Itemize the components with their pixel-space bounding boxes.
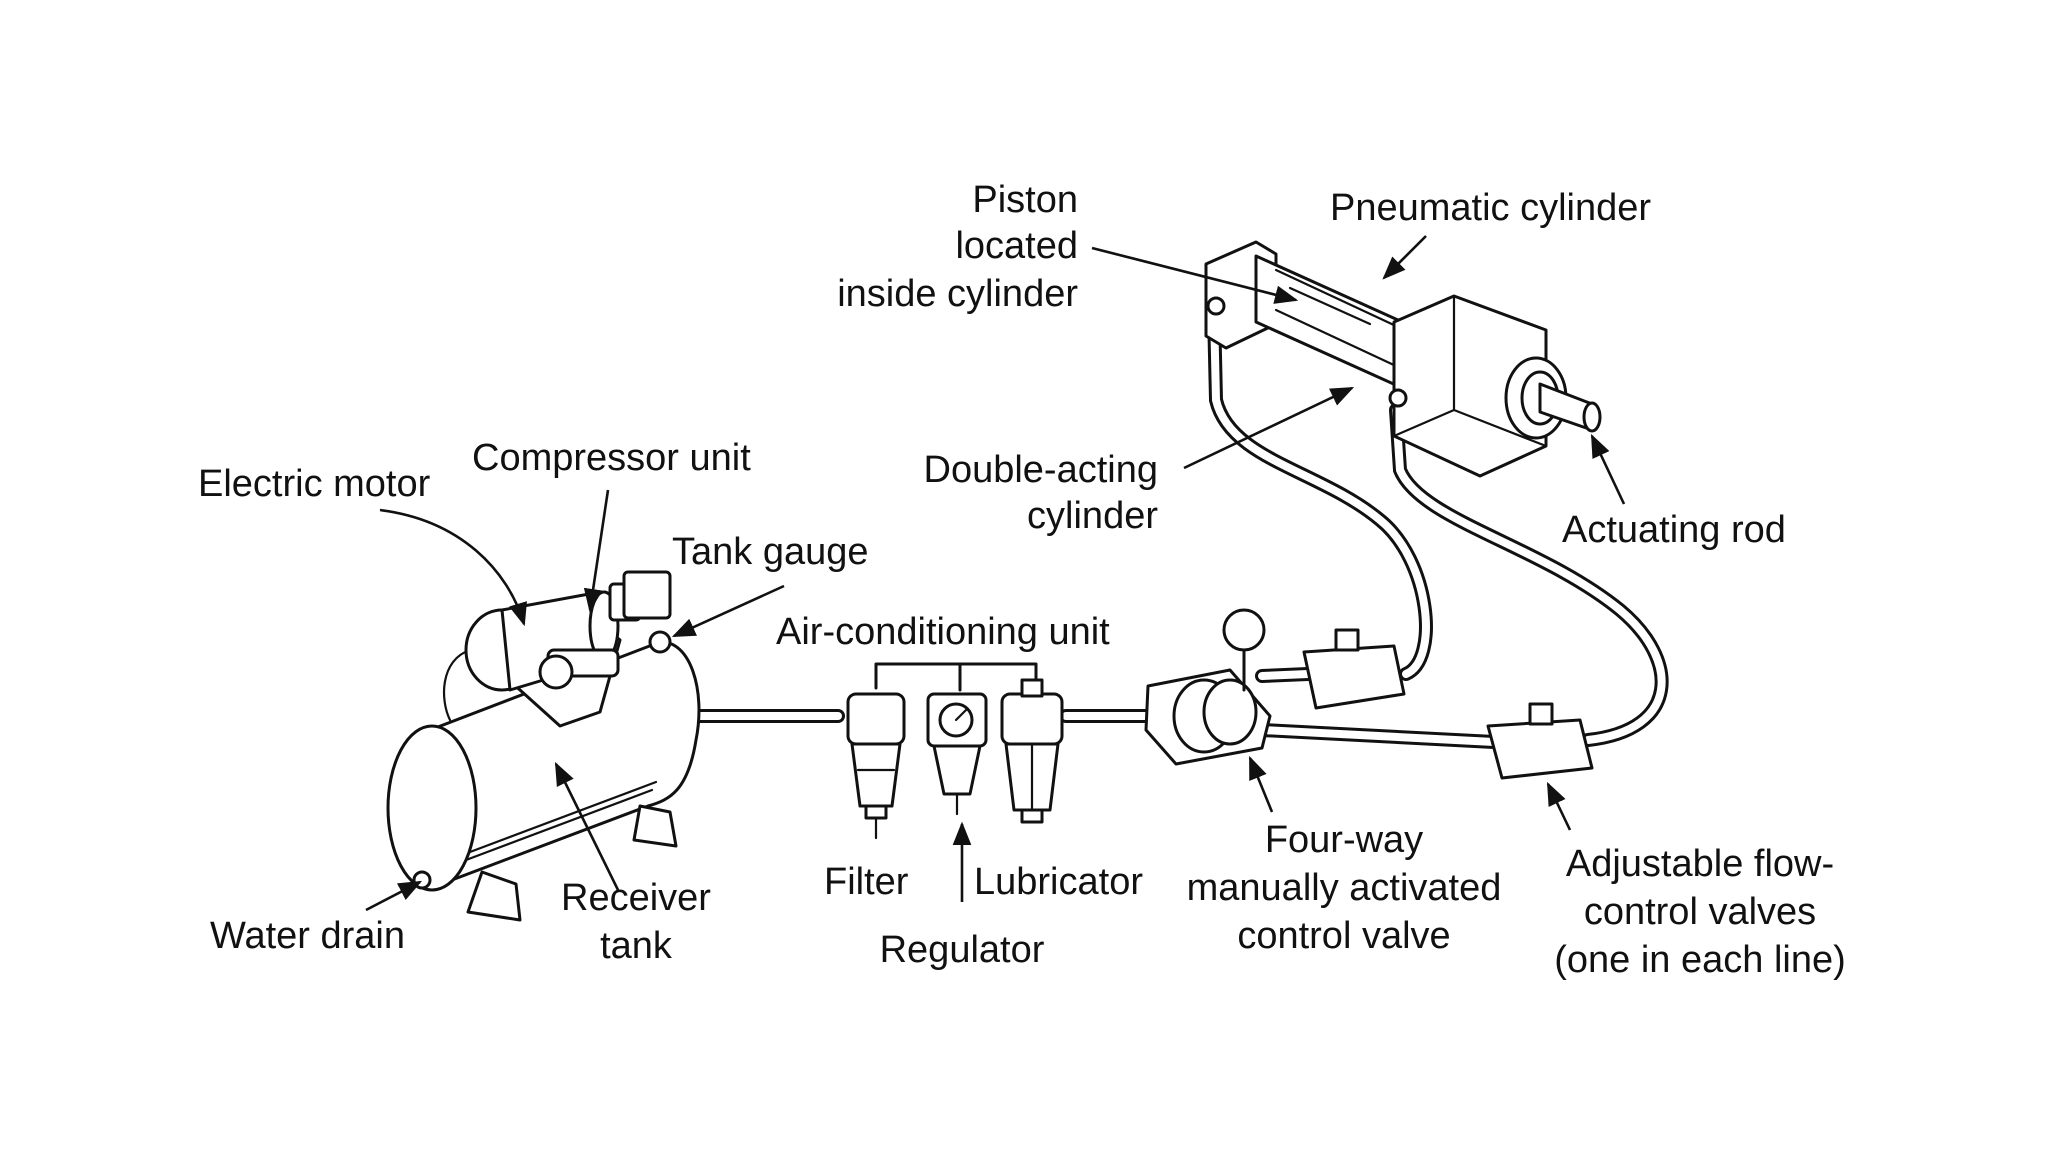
label-double-acting-2: cylinder xyxy=(1027,495,1158,537)
four-way-control-valve xyxy=(1144,608,1272,766)
label-double-acting-1: Double-acting xyxy=(924,449,1158,491)
label-compressor-unit: Compressor unit xyxy=(472,437,751,479)
flow-control-valve-2 xyxy=(1486,702,1594,780)
compressor-tube xyxy=(442,648,472,722)
label-four-way-2: manually activated xyxy=(1187,867,1502,909)
tank-gauge xyxy=(622,570,672,620)
regulator xyxy=(926,692,988,816)
filter xyxy=(846,692,906,840)
rod-port xyxy=(1388,388,1408,408)
lubricator xyxy=(1000,678,1064,824)
label-flow-control-1: Adjustable flow- xyxy=(1566,843,1834,885)
label-piston-3: inside cylinder xyxy=(837,273,1078,315)
compressor-assembly xyxy=(464,570,672,728)
label-four-way-1: Four-way xyxy=(1265,819,1423,861)
hose-to-rod-end xyxy=(1389,403,1669,747)
pneumatic-cylinder xyxy=(1204,240,1602,478)
label-regulator: Regulator xyxy=(880,929,1045,971)
label-electric-motor: Electric motor xyxy=(198,463,431,505)
cap-port xyxy=(1206,296,1226,316)
label-piston-2: located xyxy=(955,225,1078,267)
water-drain-valve xyxy=(412,870,432,890)
piston-indicator xyxy=(1288,286,1372,326)
air-conditioning-unit xyxy=(846,662,1064,840)
label-receiver-tank-1: Receiver xyxy=(561,877,711,919)
label-receiver-tank-2: tank xyxy=(600,925,673,967)
tank-leg-front xyxy=(466,870,522,922)
label-tank-gauge: Tank gauge xyxy=(672,531,869,573)
valve-lever-knob[interactable] xyxy=(1222,608,1266,652)
label-filter: Filter xyxy=(824,861,909,903)
label-flow-control-3: (one in each line) xyxy=(1554,939,1846,981)
leader-lines xyxy=(365,235,1626,912)
tank-leg-rear xyxy=(632,804,678,848)
frl-bracket xyxy=(874,662,1038,692)
label-flow-control-2: control valves xyxy=(1584,891,1816,933)
label-four-way-3: control valve xyxy=(1237,915,1450,957)
label-air-conditioning-unit: Air-conditioning unit xyxy=(776,611,1110,653)
labels: Piston located inside cylinder Pneumatic… xyxy=(198,179,1846,981)
label-lubricator: Lubricator xyxy=(974,861,1143,903)
cylinder-barrel xyxy=(1254,254,1400,388)
label-piston-1: Piston xyxy=(972,179,1078,221)
tank-end-cap xyxy=(386,724,478,892)
air-lines xyxy=(442,305,1669,749)
label-water-drain: Water drain xyxy=(210,915,405,957)
label-actuating-rod: Actuating rod xyxy=(1562,509,1786,551)
flow-control-valve-1 xyxy=(1302,628,1406,710)
label-pneumatic-cylinder: Pneumatic cylinder xyxy=(1330,187,1651,229)
